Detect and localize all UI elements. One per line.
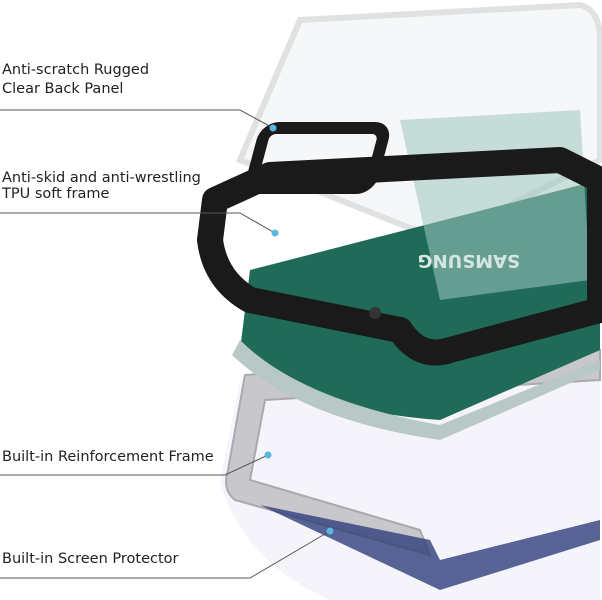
reinforcement-frame <box>225 348 601 590</box>
callout-reinforcement-line1: Built-in Reinforcement Frame <box>2 449 214 465</box>
callout-reinforcement-frame: Built-in Reinforcement Frame <box>2 448 214 467</box>
callout-dot-screen-protector <box>326 527 334 535</box>
callout-dot-back-panel <box>269 124 277 132</box>
callout-tpu-frame-line1: Anti-skid and anti-wrestling <box>2 170 201 186</box>
callout-dot-tpu-frame <box>271 229 279 237</box>
callout-tpu-frame: Anti-skid and anti-wrestling TPU soft fr… <box>2 170 201 202</box>
callout-line-tpu-frame <box>0 212 276 234</box>
phone-brand-logo: SAMSUNG <box>418 250 520 271</box>
callout-dot-reinforcement <box>264 451 272 459</box>
callout-back-panel-line2: Clear Back Panel <box>2 81 124 97</box>
callout-line-back-panel <box>0 109 274 129</box>
callout-line-screen-protector <box>0 530 331 579</box>
tpu-frame <box>197 122 602 366</box>
callout-tpu-frame-line2: TPU soft frame <box>2 186 110 202</box>
callout-back-panel-line1: Anti-scratch Rugged <box>2 62 150 78</box>
callout-screen-protector-line1: Built-in Screen Protector <box>2 551 179 567</box>
callout-back-panel: Anti-scratch Rugged Clear Back Panel <box>2 61 149 99</box>
callout-line-reinforcement <box>0 454 269 476</box>
callout-screen-protector: Built-in Screen Protector <box>2 550 179 569</box>
